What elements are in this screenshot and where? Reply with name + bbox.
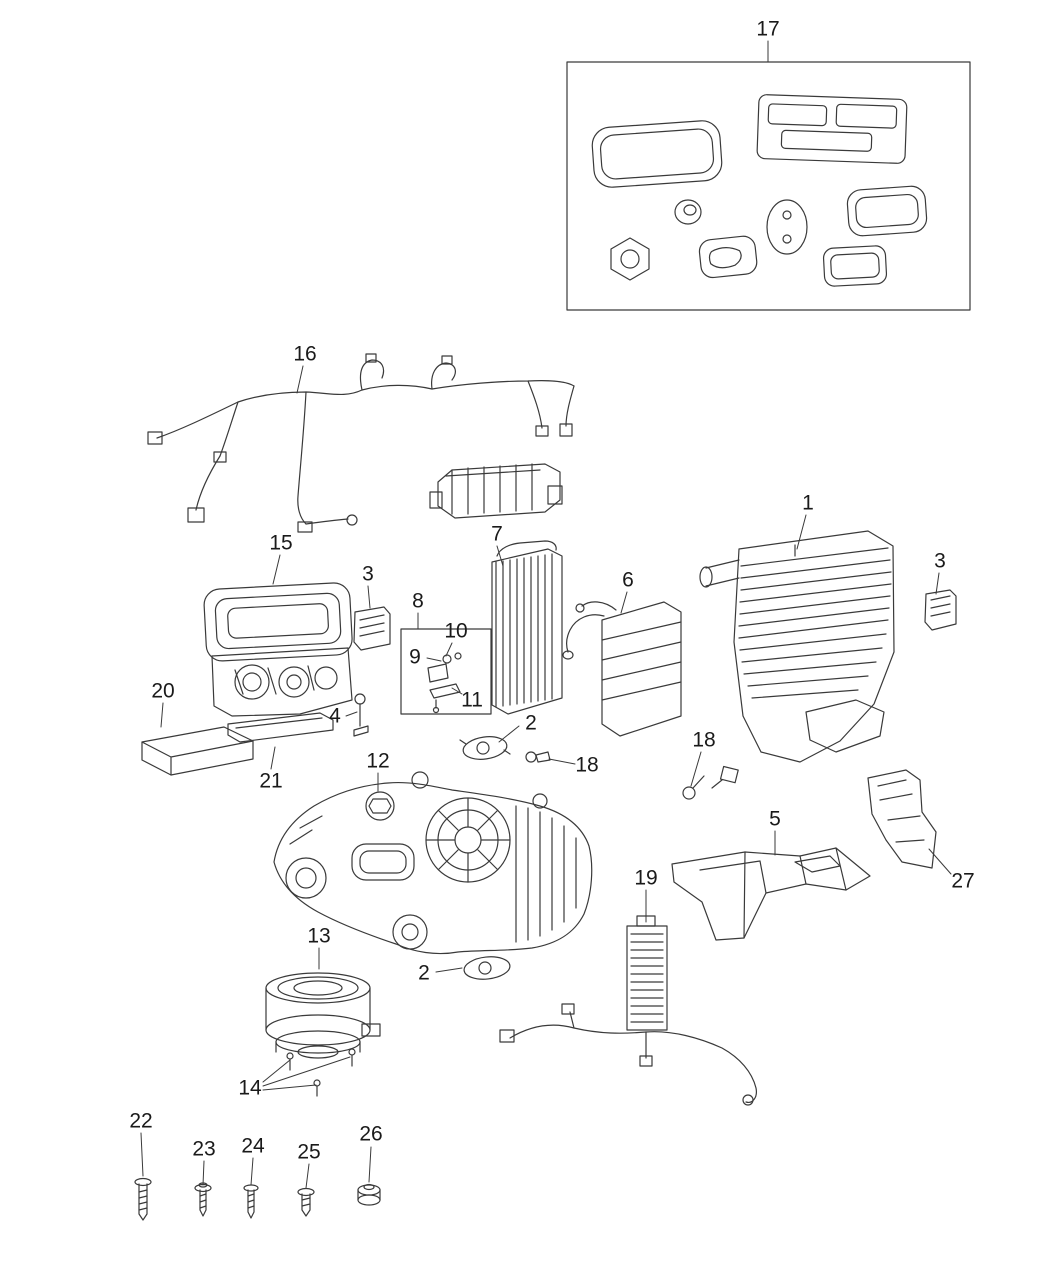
callout-clip-lower: 2	[418, 961, 430, 985]
part-actuator-left	[353, 606, 391, 651]
callout-main-housing: 1	[802, 491, 814, 515]
part-blower-resistor	[626, 915, 668, 1031]
part-side-bracket	[867, 769, 937, 869]
part-support-strap	[353, 693, 369, 737]
part-main-housing	[699, 530, 895, 763]
callout-nut-26: 26	[359, 1122, 383, 1146]
part-clip-upper	[459, 736, 511, 760]
part-nut-26	[357, 1183, 381, 1206]
part-screw-22	[134, 1177, 152, 1221]
part-mounting-screws	[286, 1048, 356, 1097]
callout-heater-core: 6	[622, 568, 634, 592]
callout-side-bracket: 27	[951, 869, 975, 893]
callout-vacuum-actuator: 12	[366, 749, 390, 773]
callout-upper-housing: 15	[269, 531, 293, 555]
callout-grommet-pair: 10	[444, 619, 468, 643]
part-wiring-harness	[147, 353, 575, 533]
callout-distribution-duct: 5	[769, 807, 781, 831]
callout-seal-kit-box: 17	[756, 17, 780, 41]
callout-small-bracket: 9	[409, 645, 421, 669]
callout-sensor-right: 18	[692, 728, 716, 752]
part-heater-core	[562, 601, 682, 737]
part-actuator-right	[924, 589, 957, 631]
part-filter-frame	[227, 712, 334, 743]
callout-detail-bracket-group: 8	[412, 589, 424, 613]
part-lower-harness	[499, 1003, 757, 1106]
leader-lines	[140, 40, 952, 1189]
part-screw-25	[297, 1187, 315, 1217]
part-seal-kit-box	[566, 61, 971, 311]
callout-filter-frame: 21	[259, 769, 283, 793]
callout-screw-25: 25	[297, 1140, 321, 1164]
callout-screw-22: 22	[129, 1109, 153, 1133]
part-blower-motor	[265, 972, 381, 1059]
part-vacuum-actuator	[365, 791, 395, 821]
callout-blower-motor: 13	[307, 924, 331, 948]
callout-mounting-screws: 14	[238, 1076, 262, 1100]
callout-wiring-harness: 16	[293, 342, 317, 366]
callout-sensor-left: 18	[575, 753, 599, 777]
callout-support-strap: 4	[329, 704, 341, 728]
part-sensor-left	[525, 751, 551, 763]
callout-evaporator: 7	[491, 522, 503, 546]
part-clip-lower	[463, 956, 511, 980]
part-lower-housing	[273, 771, 593, 955]
part-sensor-right	[682, 765, 739, 800]
callout-actuator-left: 3	[362, 562, 374, 586]
callout-actuator-right: 3	[934, 549, 946, 573]
part-cabin-filter	[141, 726, 254, 776]
callout-screw-24: 24	[241, 1134, 265, 1158]
part-screw-24	[243, 1184, 259, 1219]
part-upper-bracket	[429, 463, 563, 519]
part-distribution-duct	[671, 847, 871, 941]
part-screw-23	[194, 1182, 212, 1217]
callout-blower-resistor: 19	[634, 866, 658, 890]
callout-cabin-filter: 20	[151, 679, 175, 703]
callout-clip-upper: 2	[525, 711, 537, 735]
callout-screw-23: 23	[192, 1137, 216, 1161]
part-detail-bracket-group	[400, 628, 492, 715]
part-upper-housing	[203, 582, 353, 717]
part-evaporator	[491, 540, 563, 715]
callout-retainer-screw: 11	[461, 688, 483, 712]
